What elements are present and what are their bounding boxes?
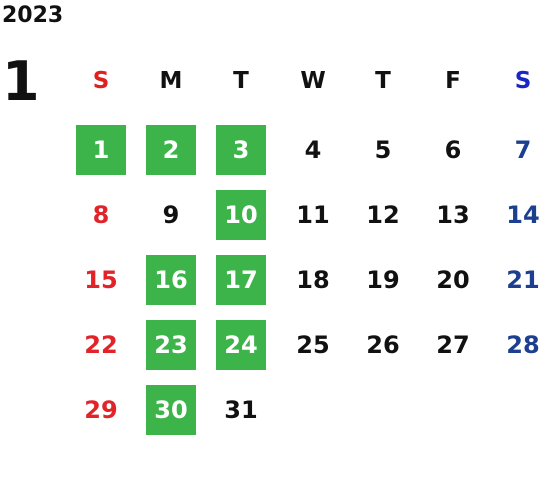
day-cell[interactable]: 7 (514, 136, 532, 164)
day-cell[interactable]: 14 (506, 201, 540, 229)
day-cell[interactable]: 13 (436, 201, 470, 229)
day-cell[interactable]: 27 (436, 331, 470, 359)
weekday-sun-header: S (92, 68, 110, 94)
day-cell[interactable]: 6 (444, 136, 462, 164)
day-cell[interactable]: 17 (216, 255, 266, 305)
day-cell[interactable]: 24 (216, 320, 266, 370)
day-cell[interactable]: 19 (366, 266, 400, 294)
day-cell[interactable]: 31 (224, 396, 258, 424)
day-cell[interactable]: 23 (146, 320, 196, 370)
day-cell[interactable]: 11 (296, 201, 330, 229)
day-cell[interactable]: 22 (84, 331, 118, 359)
day-cell[interactable]: 16 (146, 255, 196, 305)
day-cell[interactable]: 15 (84, 266, 118, 294)
day-cell[interactable]: 12 (366, 201, 400, 229)
year-label: 2023 (2, 3, 64, 28)
day-cell[interactable]: 28 (506, 331, 540, 359)
day-cell[interactable]: 21 (506, 266, 540, 294)
day-cell[interactable]: 9 (162, 201, 180, 229)
day-cell[interactable]: 20 (436, 266, 470, 294)
month-label: 1 (2, 50, 40, 113)
day-cell[interactable]: 18 (296, 266, 330, 294)
weekday-tue-header: T (233, 68, 249, 94)
day-cell[interactable]: 2 (146, 125, 196, 175)
weekday-sat-header: S (514, 68, 532, 94)
weekday-fri-header: F (445, 68, 461, 94)
day-cell[interactable]: 3 (216, 125, 266, 175)
day-cell[interactable]: 25 (296, 331, 330, 359)
weekday-thu-header: T (375, 68, 391, 94)
day-cell[interactable]: 30 (146, 385, 196, 435)
day-cell[interactable]: 1 (76, 125, 126, 175)
day-cell[interactable]: 5 (374, 136, 392, 164)
weekday-mon-header: M (159, 68, 183, 94)
weekday-wed-header: W (300, 68, 326, 94)
day-cell[interactable]: 26 (366, 331, 400, 359)
day-cell[interactable]: 4 (304, 136, 322, 164)
day-cell[interactable]: 8 (92, 201, 110, 229)
day-cell[interactable]: 29 (84, 396, 118, 424)
day-cell[interactable]: 10 (216, 190, 266, 240)
